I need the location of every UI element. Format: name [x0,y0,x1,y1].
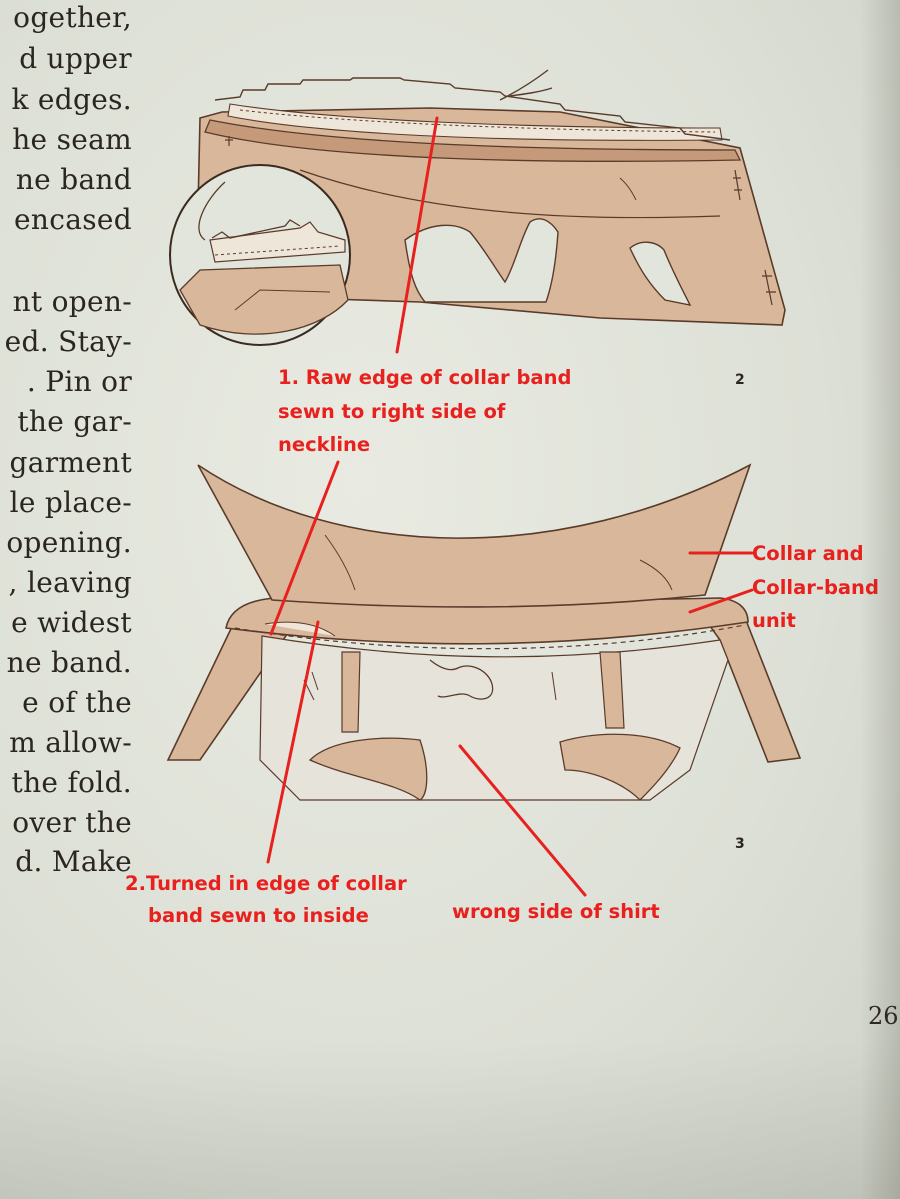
text-line: over the [12,806,132,839]
yoke-seam [299,169,721,219]
annotation-collar-unit-line3: unit [752,609,796,632]
crease-marks [551,671,557,701]
text-line: encased [14,203,132,236]
magnifier-stitch [214,245,341,256]
page-number: 26 [868,1002,899,1030]
pointer-raw-edge-fig3 [269,460,340,636]
page-edge-shadow [860,0,900,1199]
pointer-turned-edge [266,620,320,864]
placket-right [599,651,625,729]
annotation-lines [266,116,754,897]
collar-shape [197,463,752,608]
collar-fold-line [639,559,673,591]
thread-knot [429,659,494,700]
annotation-raw-edge-line2: sewn to right side of [278,400,506,423]
figure-number-2: 2 [735,372,745,388]
annotation-turned-edge-line2: band sewn to inside [148,904,369,927]
seam-allowance [227,103,723,141]
text-line: . Pin or [26,365,132,398]
collar-band-strip [204,119,742,162]
annotation-collar-unit-line1: Collar and [752,542,864,565]
text-line: he seam [12,123,132,156]
armhole-curl-left [308,737,428,801]
pin-mark [225,136,233,146]
annotation-wrong-side: wrong side of shirt [452,900,660,923]
collar-fold-line [324,534,356,591]
armhole-cutout-right [629,241,692,306]
neckline-stitching [234,624,746,650]
text-line: nt open- [12,285,132,318]
armhole-curl-right [559,733,681,801]
text-line: garment [9,446,132,479]
annotation-turned-edge-line1: 2.Turned in edge of collar [125,872,407,895]
pointer-collar-band [688,588,754,614]
thread [499,69,553,101]
annotation-raw-edge-line1: 1. Raw edge of collar band [278,366,572,389]
stitch-line [239,109,716,133]
magnifier-seam [234,289,331,311]
text-line: e of the [22,686,132,719]
magnifier-seam-allowance [209,221,346,263]
pin-mark [733,169,742,201]
figure-number-3: 3 [735,836,745,852]
notched-edge [214,77,731,141]
placket-left [341,651,361,733]
pointer-raw-edge [395,116,439,354]
text-line: m allow- [9,726,132,759]
text-line: the fold. [11,766,132,799]
text-line: , leaving [8,566,132,599]
fold-line [619,177,637,201]
annotation-collar-unit-line2: Collar-band [752,576,879,599]
text-line: ne band. [6,646,132,679]
text-line: the gar- [17,405,132,438]
annotation-raw-edge-line3: neckline [278,433,371,456]
text-line: k edges. [11,83,132,116]
text-line: ne band [15,163,132,196]
text-line: le place- [9,486,132,519]
pin-mark [762,269,776,306]
magnifier-thread [198,181,226,241]
text-line: ogether, [13,1,132,34]
figure-3-illustration [166,463,802,801]
text-line: d. Make [15,845,132,878]
page-bottom-shade [0,1039,900,1199]
text-line: ed. Stay- [4,325,132,358]
text-line: e widest [11,606,132,639]
turned-seam-allowance [264,621,336,637]
figure-2-illustration [169,69,786,346]
pointer-wrong-side [458,744,587,897]
text-line: d upper [19,42,132,75]
text-line: opening. [6,526,132,559]
armhole-cutout-left [404,218,559,303]
magnifier-notches [211,219,301,239]
magnifier-fabric [179,264,349,335]
